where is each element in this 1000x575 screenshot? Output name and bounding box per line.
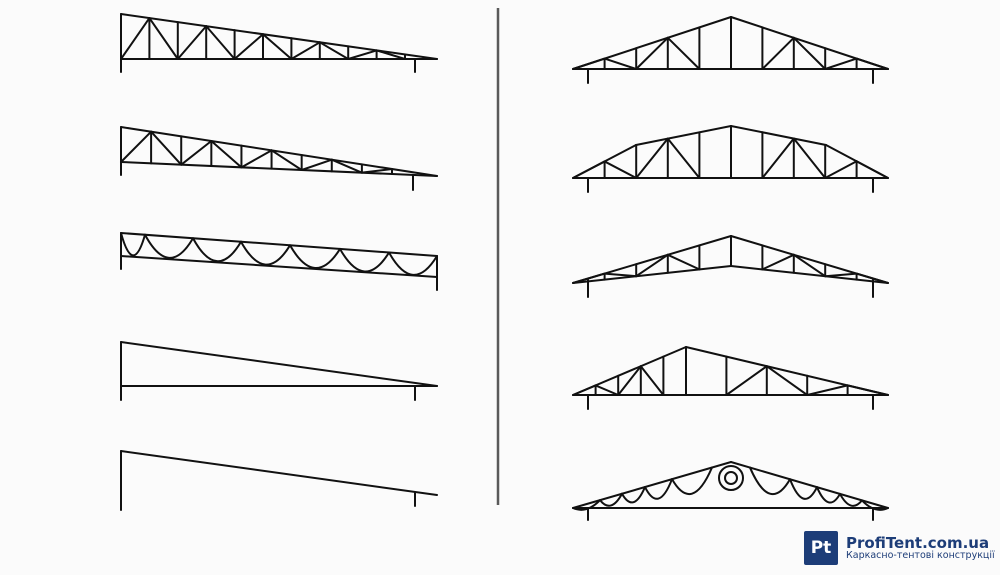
mono-truss-1	[120, 13, 438, 73]
gable-truss-2	[572, 125, 889, 193]
gable-truss-1	[572, 16, 889, 84]
logo-name: ProfiTent.com.ua	[846, 533, 990, 552]
gable-truss-5	[572, 461, 889, 521]
mono-wedge-beam	[120, 341, 438, 401]
logo-text: ProfiTent.com.ua Каркасно-тентові констр…	[846, 535, 995, 562]
logo-badge: Pt	[804, 531, 838, 565]
sloped-single-beam	[120, 450, 438, 511]
gable-truss-4	[572, 346, 889, 410]
arched-web-truss	[120, 232, 438, 291]
brand-logo: Pt ProfiTent.com.ua Каркасно-тентові кон…	[804, 528, 995, 568]
logo-tagline: Каркасно-тентові конструкції	[846, 550, 995, 562]
gable-truss-3	[572, 235, 889, 298]
mono-truss-2	[120, 126, 438, 191]
